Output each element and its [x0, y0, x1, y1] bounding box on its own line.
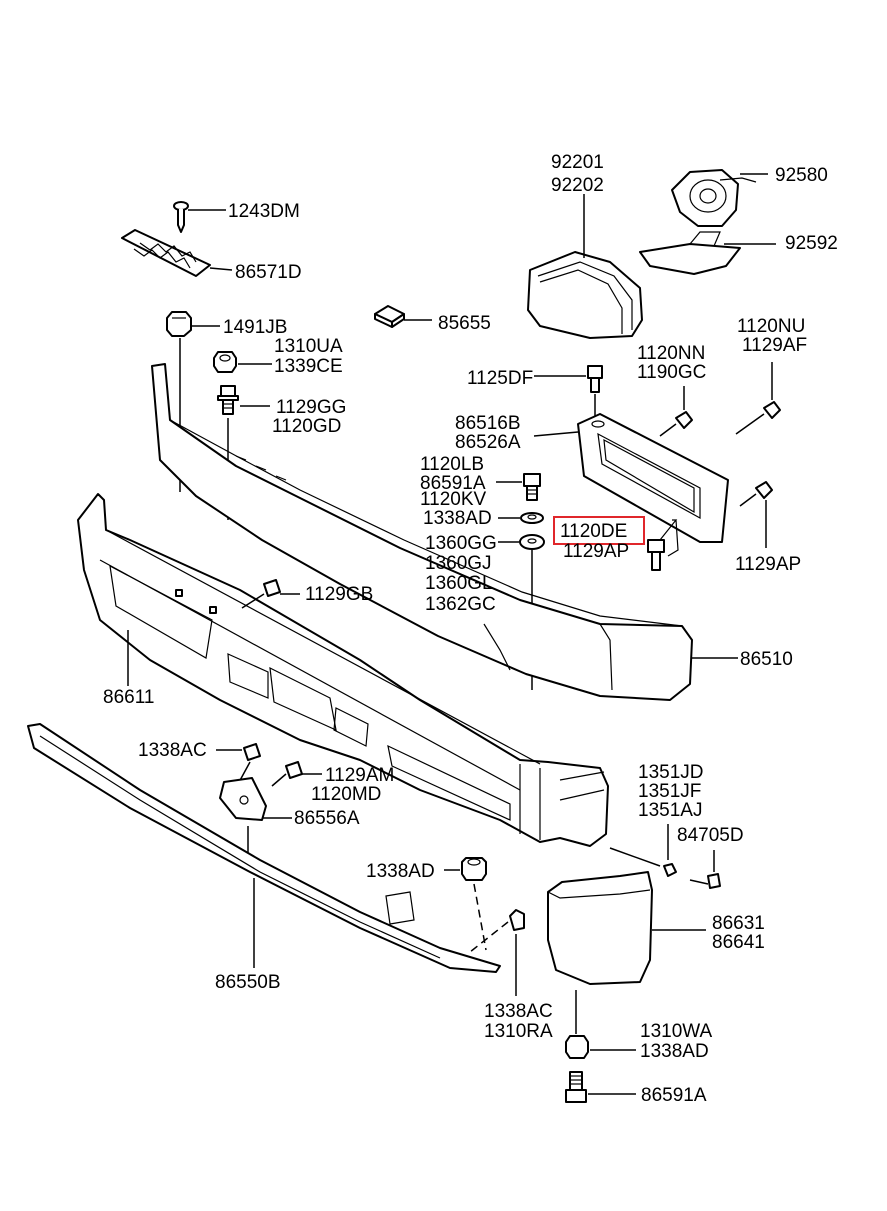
label-86611: 86611 — [103, 687, 154, 708]
clip-1338AC-bottom-part — [469, 909, 525, 996]
screw-1120NN-part — [659, 386, 693, 437]
nut-1338AD-bottom-part — [565, 1035, 636, 1059]
clip-1338AC-left-part — [216, 743, 261, 785]
label-1339CE: 1339CE — [274, 356, 343, 377]
label-1360GJ: 1360GJ — [425, 553, 492, 574]
label-85655: 85655 — [438, 313, 491, 334]
label-86510: 86510 — [740, 649, 793, 670]
label-1129AP-right: 1129AP — [735, 554, 801, 575]
label-1310RA: 1310RA — [484, 1021, 553, 1042]
label-1338AD-mid: 1338AD — [366, 861, 435, 882]
screw-1120NU-part — [735, 362, 781, 435]
label-86591A-top: 86591A — [420, 473, 486, 494]
bumper-cover-86510-part — [151, 363, 738, 701]
part-labels: 92201 92202 92580 92592 1243DM 86571D 14… — [103, 152, 838, 1106]
label-1129AF: 1129AF — [742, 335, 807, 356]
label-1120NU: 1120NU — [737, 316, 805, 337]
bolt-86591A-top-part — [496, 473, 541, 501]
label-1310UA: 1310UA — [274, 336, 343, 357]
label-1125DF: 1125DF — [467, 368, 533, 389]
bracket-92592-part — [639, 231, 776, 275]
label-1120DE: 1120DE — [560, 521, 627, 542]
label-1351AJ: 1351AJ — [638, 800, 702, 821]
label-92202: 92202 — [551, 175, 604, 196]
label-1129GB: 1129GB — [305, 584, 373, 605]
label-86556A: 86556A — [294, 808, 360, 829]
clip-85655-part — [374, 305, 432, 328]
label-1129GG: 1129GG — [276, 397, 346, 418]
label-1351JF: 1351JF — [638, 781, 701, 802]
label-1362GC: 1362GC — [425, 594, 496, 615]
label-1338AD-bottom: 1338AD — [640, 1041, 709, 1062]
bumper-beam-86611-part — [77, 493, 609, 847]
corner-86631-part — [547, 871, 706, 1034]
screw-1129AP-right-part — [739, 481, 773, 548]
bolt-1129AP-mid-part — [647, 519, 679, 571]
label-1338AC-left: 1338AC — [138, 740, 207, 761]
clip-1351JD-part — [609, 824, 677, 877]
label-1360GL: 1360GL — [425, 573, 493, 594]
bolt-1125DF-part — [534, 365, 603, 416]
label-1120NN: 1120NN — [637, 343, 705, 364]
label-86591A-bottom: 86591A — [641, 1085, 707, 1106]
label-86631: 86631 — [712, 913, 765, 934]
label-1120MD: 1120MD — [311, 784, 381, 805]
label-86550B: 86550B — [215, 972, 281, 993]
bolt-1129GB-part — [241, 579, 300, 609]
bracket-86516B-part — [533, 413, 729, 543]
screw-84705D-part — [689, 850, 721, 889]
label-92580: 92580 — [775, 165, 828, 186]
nut-1339CE-part — [213, 351, 272, 373]
label-1351JD: 1351JD — [638, 762, 704, 783]
label-1338AC-bottom: 1338AC — [484, 1001, 553, 1022]
label-1338AD-top: 1338AD — [423, 508, 492, 529]
screw-1243DM-part — [173, 201, 226, 233]
nut-1338AD-mid-part — [444, 857, 487, 951]
horn-92580-part — [671, 169, 768, 227]
label-84705D: 84705D — [677, 825, 744, 846]
label-1120KV: 1120KV — [420, 489, 487, 510]
bolt-1129GG-part — [217, 385, 270, 520]
label-1129AM: 1129AM — [325, 765, 394, 786]
label-1120LB: 1120LB — [420, 454, 484, 475]
label-1120GD: 1120GD — [272, 416, 341, 437]
label-1190GC: 1190GC — [637, 362, 706, 383]
washer-1338AD-top-part — [498, 512, 544, 524]
headlamp-92201-part — [527, 194, 643, 339]
label-1491JB: 1491JB — [223, 317, 287, 338]
label-86526A: 86526A — [455, 432, 521, 453]
valance-86550B-part — [27, 723, 501, 973]
label-1243DM: 1243DM — [228, 201, 300, 222]
label-92592: 92592 — [785, 233, 838, 254]
screw-1129AM-part — [271, 761, 322, 787]
label-92201: 92201 — [551, 152, 604, 173]
highlight-box-1120DE — [553, 516, 645, 545]
label-86516B: 86516B — [455, 413, 521, 434]
label-1310WA: 1310WA — [640, 1021, 712, 1042]
bolt-86591A-bottom-part — [565, 1071, 636, 1103]
label-86641: 86641 — [712, 932, 765, 953]
label-1129AP-mid: 1129AP — [563, 541, 629, 562]
emblem-86571D-part — [121, 229, 233, 277]
label-86571D: 86571D — [235, 262, 302, 283]
label-1360GG: 1360GG — [425, 533, 497, 554]
